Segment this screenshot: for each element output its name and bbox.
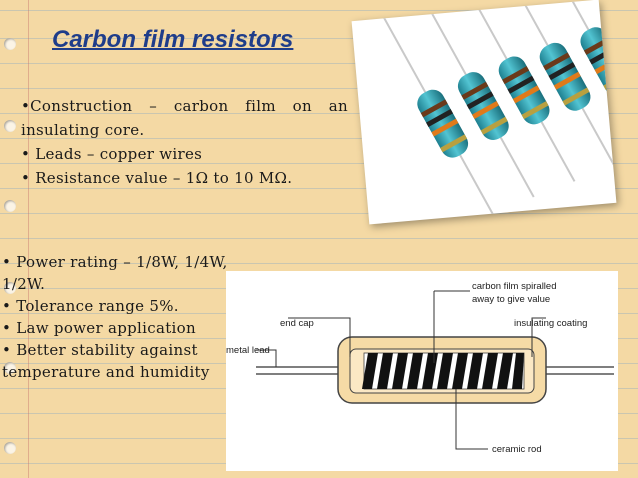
bottom-bullet-list: • Power rating – 1/8W, 1/4W, 1/2W. • Tol… <box>2 251 242 383</box>
binder-holes <box>4 0 20 478</box>
binder-hole <box>4 200 16 212</box>
carbon-film-spiral <box>362 353 524 389</box>
label-carbon-film-line2: away to give value <box>472 294 550 305</box>
binder-hole <box>4 362 16 374</box>
bullet-application: • Law power application <box>2 319 196 337</box>
label-ceramic-rod: ceramic rod <box>492 444 542 455</box>
bullet-tolerance: • Tolerance range 5%. <box>2 297 179 315</box>
label-carbon-film-line1: carbon film spiralled <box>472 281 556 292</box>
binder-hole <box>4 120 16 132</box>
binder-hole <box>4 38 16 50</box>
resistor-diagram-svg: carbon film spiralled away to give value… <box>226 281 614 455</box>
margin-line <box>28 0 29 478</box>
binder-hole <box>4 442 16 454</box>
label-insulating-coating: insulating coating <box>514 318 587 329</box>
resistor-diagram: carbon film spiralled away to give value… <box>226 271 618 471</box>
resistors-photo-image <box>375 0 617 216</box>
resistors-photo <box>351 0 617 225</box>
label-metal-lead: metal lead <box>226 345 270 356</box>
bullet-stability: • Better stability against temperature a… <box>2 341 210 381</box>
label-end-cap: end cap <box>280 318 314 329</box>
top-bullet-list: •Construction – carbon film on an insula… <box>21 94 348 190</box>
binder-hole <box>4 282 16 294</box>
bullet-resistance: • Resistance value – 1Ω to 10 MΩ. <box>21 169 293 187</box>
slide-title: Carbon film resistors <box>52 26 294 53</box>
bullet-power-rating: • Power rating – 1/8W, 1/4W, 1/2W. <box>2 253 228 293</box>
bullet-leads: • Leads – copper wires <box>21 145 203 163</box>
bullet-construction: •Construction – carbon film on an insula… <box>21 97 348 139</box>
